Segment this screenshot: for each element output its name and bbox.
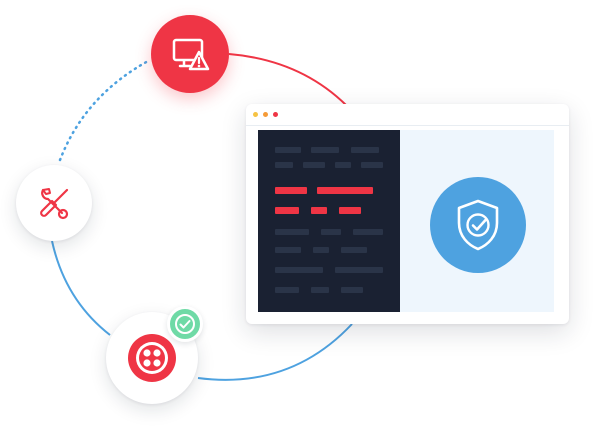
wrench-screwdriver-icon bbox=[40, 188, 69, 220]
code-line bbox=[311, 287, 329, 293]
window-dot-yellow bbox=[253, 112, 258, 117]
check-circle-icon bbox=[175, 314, 195, 334]
code-line bbox=[335, 267, 383, 273]
window-dot-red bbox=[273, 112, 278, 117]
code-line-highlighted bbox=[275, 207, 299, 214]
tools-node bbox=[16, 165, 92, 241]
code-line bbox=[275, 247, 301, 253]
connector-blue-arc-bottom bbox=[197, 323, 353, 381]
code-line bbox=[275, 287, 299, 293]
code-line bbox=[303, 162, 325, 168]
connector-dotted-arc bbox=[58, 58, 152, 162]
code-line-highlighted bbox=[311, 207, 327, 214]
window-titlebar-divider bbox=[246, 125, 569, 126]
code-line bbox=[311, 147, 339, 153]
check-badge bbox=[167, 306, 203, 342]
code-line bbox=[275, 162, 293, 168]
code-line bbox=[341, 287, 363, 293]
code-line bbox=[313, 247, 329, 253]
code-line bbox=[351, 147, 379, 153]
monitor-alert-icon bbox=[172, 38, 210, 71]
code-line-highlighted bbox=[275, 187, 307, 194]
twilio-node bbox=[106, 312, 198, 404]
code-line bbox=[321, 229, 341, 235]
code-line-highlighted bbox=[317, 187, 373, 194]
code-panel bbox=[258, 130, 400, 312]
connector-red-arc bbox=[228, 53, 347, 106]
monitor-alert-node bbox=[151, 15, 229, 93]
code-line-highlighted bbox=[339, 207, 361, 214]
connector-blue-arc-left bbox=[51, 240, 111, 336]
code-line bbox=[353, 229, 383, 235]
code-line bbox=[275, 147, 301, 153]
window-dot-orange bbox=[263, 112, 268, 117]
code-line bbox=[275, 267, 323, 273]
shield-badge bbox=[430, 177, 526, 273]
shield-check-icon bbox=[457, 199, 499, 251]
code-line bbox=[335, 162, 351, 168]
twilio-logo-icon bbox=[128, 334, 176, 382]
browser-window bbox=[246, 104, 569, 324]
shield-panel bbox=[400, 130, 554, 312]
code-line bbox=[361, 162, 383, 168]
code-line bbox=[275, 229, 309, 235]
code-line bbox=[341, 247, 367, 253]
